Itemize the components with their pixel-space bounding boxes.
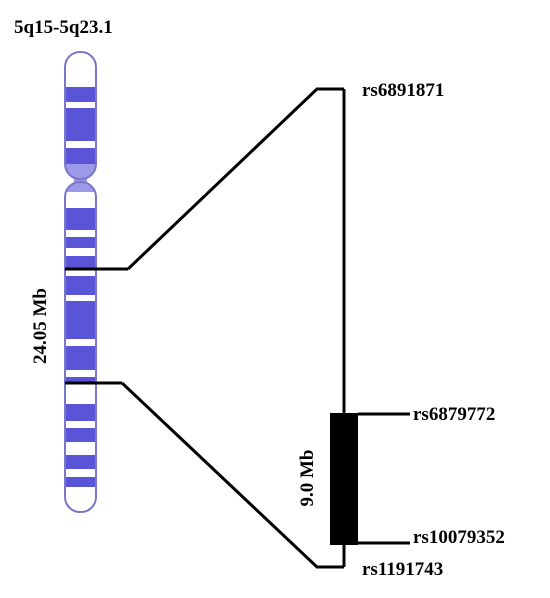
- region-title: 5q15-5q23.1: [14, 17, 113, 38]
- marker-label-block-top: rs6879772: [413, 404, 495, 425]
- linked-interval-block: [330, 413, 358, 545]
- marker-label-top: rs6891871: [362, 80, 444, 101]
- centromere-band: [65, 164, 96, 179]
- interval-size-label: 9.0 Mb: [297, 450, 318, 507]
- chromosome-band: [65, 237, 96, 248]
- upper-connector: [126, 87, 344, 271]
- chromosome-band: [65, 455, 96, 469]
- chromosome-band: [65, 428, 96, 442]
- lower-connector: [120, 381, 344, 569]
- centromere-band: [65, 182, 96, 192]
- chromosome-outline: [64, 51, 97, 180]
- marker-label-block-bottom: rs10079352: [413, 527, 505, 548]
- chromosome-band: [65, 276, 96, 295]
- chromosome-band: [65, 477, 96, 487]
- chromosome-band: [65, 108, 96, 141]
- chromosome-band: [65, 208, 96, 230]
- p-arm: [65, 52, 96, 179]
- chromosome-band: [65, 301, 96, 339]
- chromosome-band: [65, 256, 96, 269]
- chromosome-band: [65, 148, 96, 164]
- marker-label-bottom: rs1191743: [362, 559, 443, 580]
- region-size-label: 24.05 Mb: [30, 288, 51, 364]
- chromosome-band: [65, 404, 96, 421]
- chromosome-ideogram: [64, 51, 128, 513]
- q-arm: [65, 182, 96, 512]
- chromosome-band: [65, 377, 96, 383]
- chromosome-band: [65, 346, 96, 370]
- chromosome-outline: [64, 181, 97, 513]
- chromosome-band: [65, 87, 96, 102]
